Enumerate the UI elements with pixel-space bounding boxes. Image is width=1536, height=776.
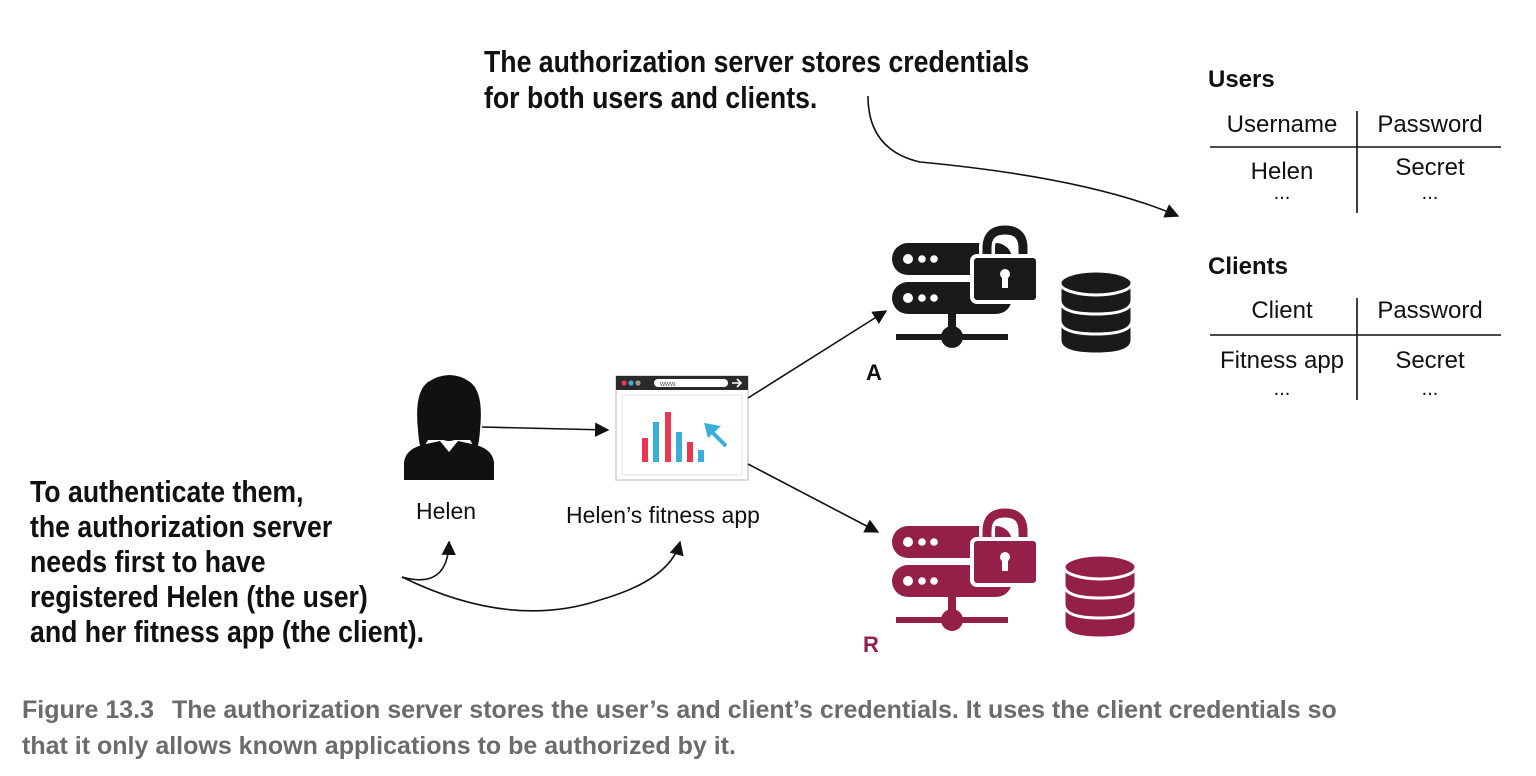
server-a-label: A [866,360,882,385]
bar-chart-icon [642,412,704,462]
pointer-arrow-icon [704,423,728,448]
arrow-app-to-server-a [747,310,888,399]
callout-left-line: registered Helen (the user) [30,579,368,614]
callout-top: The authorization server stores credenti… [484,44,1029,116]
user-icon [404,375,494,480]
users-cell-ellipsis: ... [1273,182,1291,204]
caption-text-2: that it only allows known applications t… [22,732,736,760]
lock-a-icon [970,221,1040,304]
clients-table-title: Clients [1208,253,1289,280]
clients-cell-client: Fitness app [1219,347,1345,374]
browser-window-icon: www. [615,375,749,481]
callout-top-line: The authorization server stores credenti… [484,44,1030,79]
callout-left-line: and her fitness app (the client). [30,614,425,649]
users-cell-ellipsis: ... [1421,182,1439,204]
users-cell-password: Secret [1395,154,1465,181]
database-a-icon [1058,269,1134,356]
browser-url-text: www. [659,381,677,388]
app-label: Helen’s fitness app [566,502,760,528]
arrow-app-to-server-r [747,463,880,533]
lock-r-icon [970,504,1040,587]
caption-line-1: Figure 13.3 The authorization server stor… [22,692,1337,728]
arrow-callout-to-app [401,540,684,612]
callout-left-line: the authorization server [30,509,333,544]
figure-caption: Figure 13.3 The authorization server stor… [22,692,1337,764]
users-table-title: Users [1208,66,1275,93]
arrow-callout-to-tables [867,95,1180,218]
callout-left-line: needs first to have [30,544,266,579]
users-header-password: Password [1377,111,1483,138]
callout-left-line: To authenticate them, [30,474,304,509]
arrow-helen-to-app [481,422,610,437]
server-r-label: R [863,632,879,657]
clients-cell-password: Secret [1395,347,1465,374]
users-header-username: Username [1226,111,1338,138]
database-r-icon [1062,553,1138,640]
clients-header-password: Password [1377,297,1483,324]
users-cell-username: Helen [1250,158,1314,185]
arrow-callout-to-helen [401,540,456,581]
callout-left: To authenticate them, the authorization … [30,474,424,649]
users-table-lines [1210,111,1501,213]
caption-figure-number: Figure 13.3 [22,696,154,724]
clients-table-lines [1210,298,1501,400]
clients-cell-ellipsis: ... [1273,378,1291,400]
caption-text-1: The authorization server stores the user… [172,696,1337,724]
user-label: Helen [416,498,477,524]
clients-header-client: Client [1251,297,1313,324]
clients-cell-ellipsis: ... [1421,378,1439,400]
callout-top-line: for both users and clients. [484,80,818,115]
